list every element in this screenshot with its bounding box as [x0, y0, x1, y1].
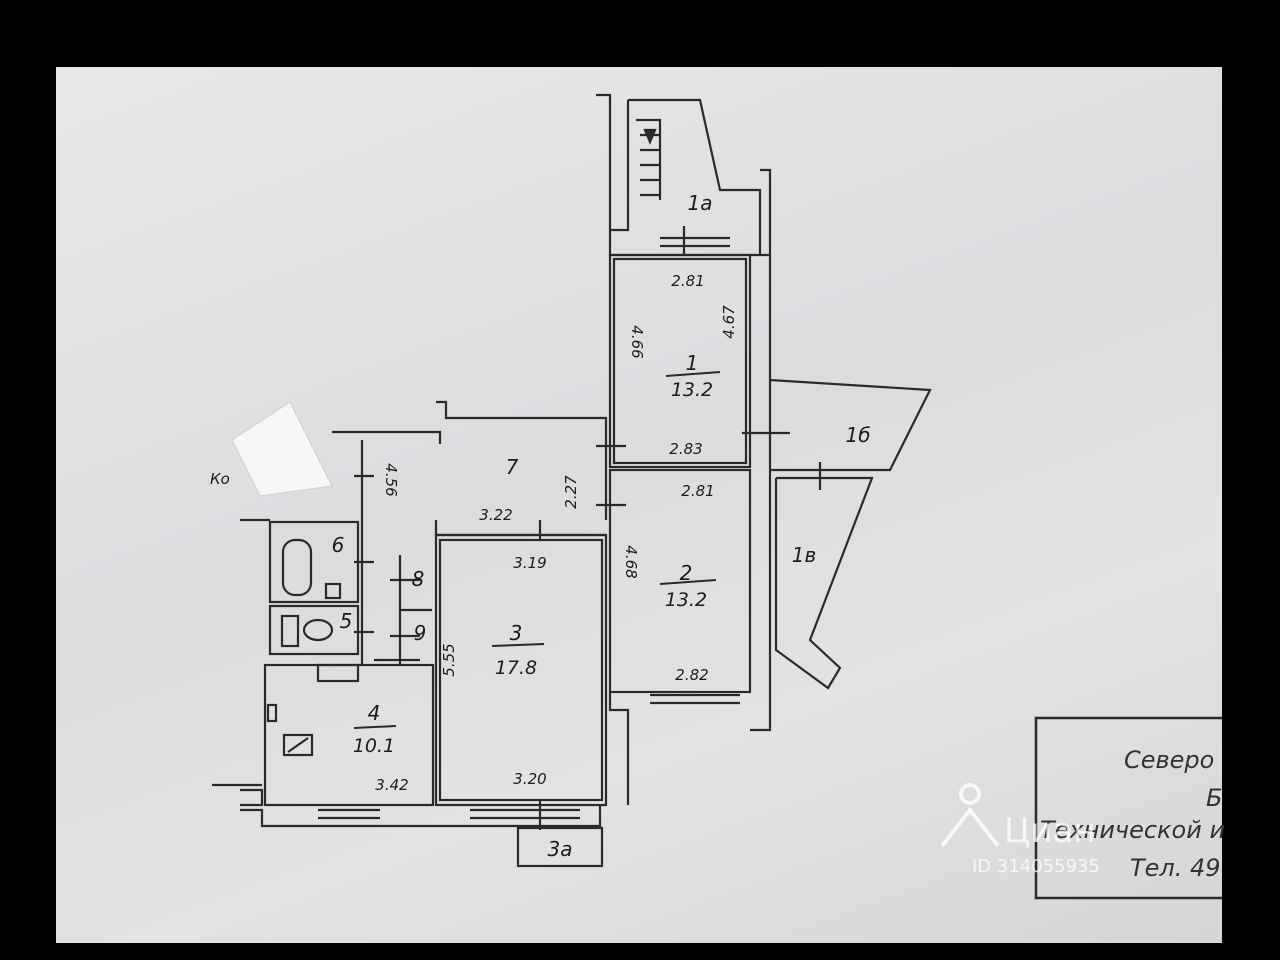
dim-r2-top: 2.81 — [681, 482, 714, 500]
dim-r7-width: 3.22 — [479, 506, 512, 524]
dim-r2-bottom: 2.82 — [675, 666, 708, 684]
stamp-line-4: Тел. 49 — [1130, 854, 1221, 882]
room-2-number: 2 — [680, 561, 693, 585]
dim-r4-bottom: 3.42 — [375, 776, 408, 794]
side-note: Ко — [210, 470, 230, 488]
dim-r1-bottom: 2.83 — [669, 440, 702, 458]
room-7-number: 7 — [506, 455, 519, 479]
watermark: Циан ID 314055935 — [940, 783, 1100, 877]
room-1-number: 1 — [686, 351, 699, 375]
dim-r3-left: 5.55 — [440, 643, 458, 676]
room-1b-number: 1б — [845, 423, 870, 447]
room-1a-number: 1а — [688, 191, 713, 215]
room-2-area: 13.2 — [665, 589, 707, 611]
room-4-number: 4 — [368, 701, 381, 725]
room-3a-number: 3а — [548, 837, 573, 861]
dim-r7-height: 2.27 — [562, 475, 580, 509]
dim-r2-left: 4.68 — [622, 545, 640, 578]
room-1v-number: 1в — [792, 543, 817, 567]
paper-patch — [231, 401, 333, 497]
cian-logo-icon — [940, 783, 1000, 848]
room-3-area: 17.8 — [495, 657, 537, 679]
room-3-number: 3 — [510, 621, 523, 645]
room-8-number: 8 — [412, 567, 425, 591]
plan-walls — [212, 93, 932, 868]
room-6-number: 6 — [332, 533, 345, 557]
room-1-area: 13.2 — [671, 379, 713, 401]
room-5-number: 5 — [340, 609, 353, 633]
stamp-line-3: Технической и — [1040, 816, 1225, 844]
room-9-number: 9 — [414, 621, 427, 645]
dim-corridor-height: 4.56 — [382, 463, 400, 496]
room-4-area: 10.1 — [353, 735, 395, 757]
dim-r3-bottom: 3.20 — [513, 770, 546, 788]
paper-sheet — [56, 67, 1222, 943]
stamp-line-2: Б — [1206, 784, 1222, 812]
stamp-line-1: Северо — [1124, 746, 1214, 774]
stamp: Северо Б Технической и Тел. 49 — [1034, 716, 1225, 900]
watermark-brand: Циан — [1004, 811, 1096, 851]
dim-r1-left: 4.66 — [628, 325, 646, 358]
dim-r1-right: 4.67 — [720, 305, 738, 339]
dim-r1-top: 2.81 — [671, 272, 704, 290]
watermark-id: ID 314055935 — [972, 856, 1100, 877]
dim-r3-top: 3.19 — [513, 554, 546, 572]
